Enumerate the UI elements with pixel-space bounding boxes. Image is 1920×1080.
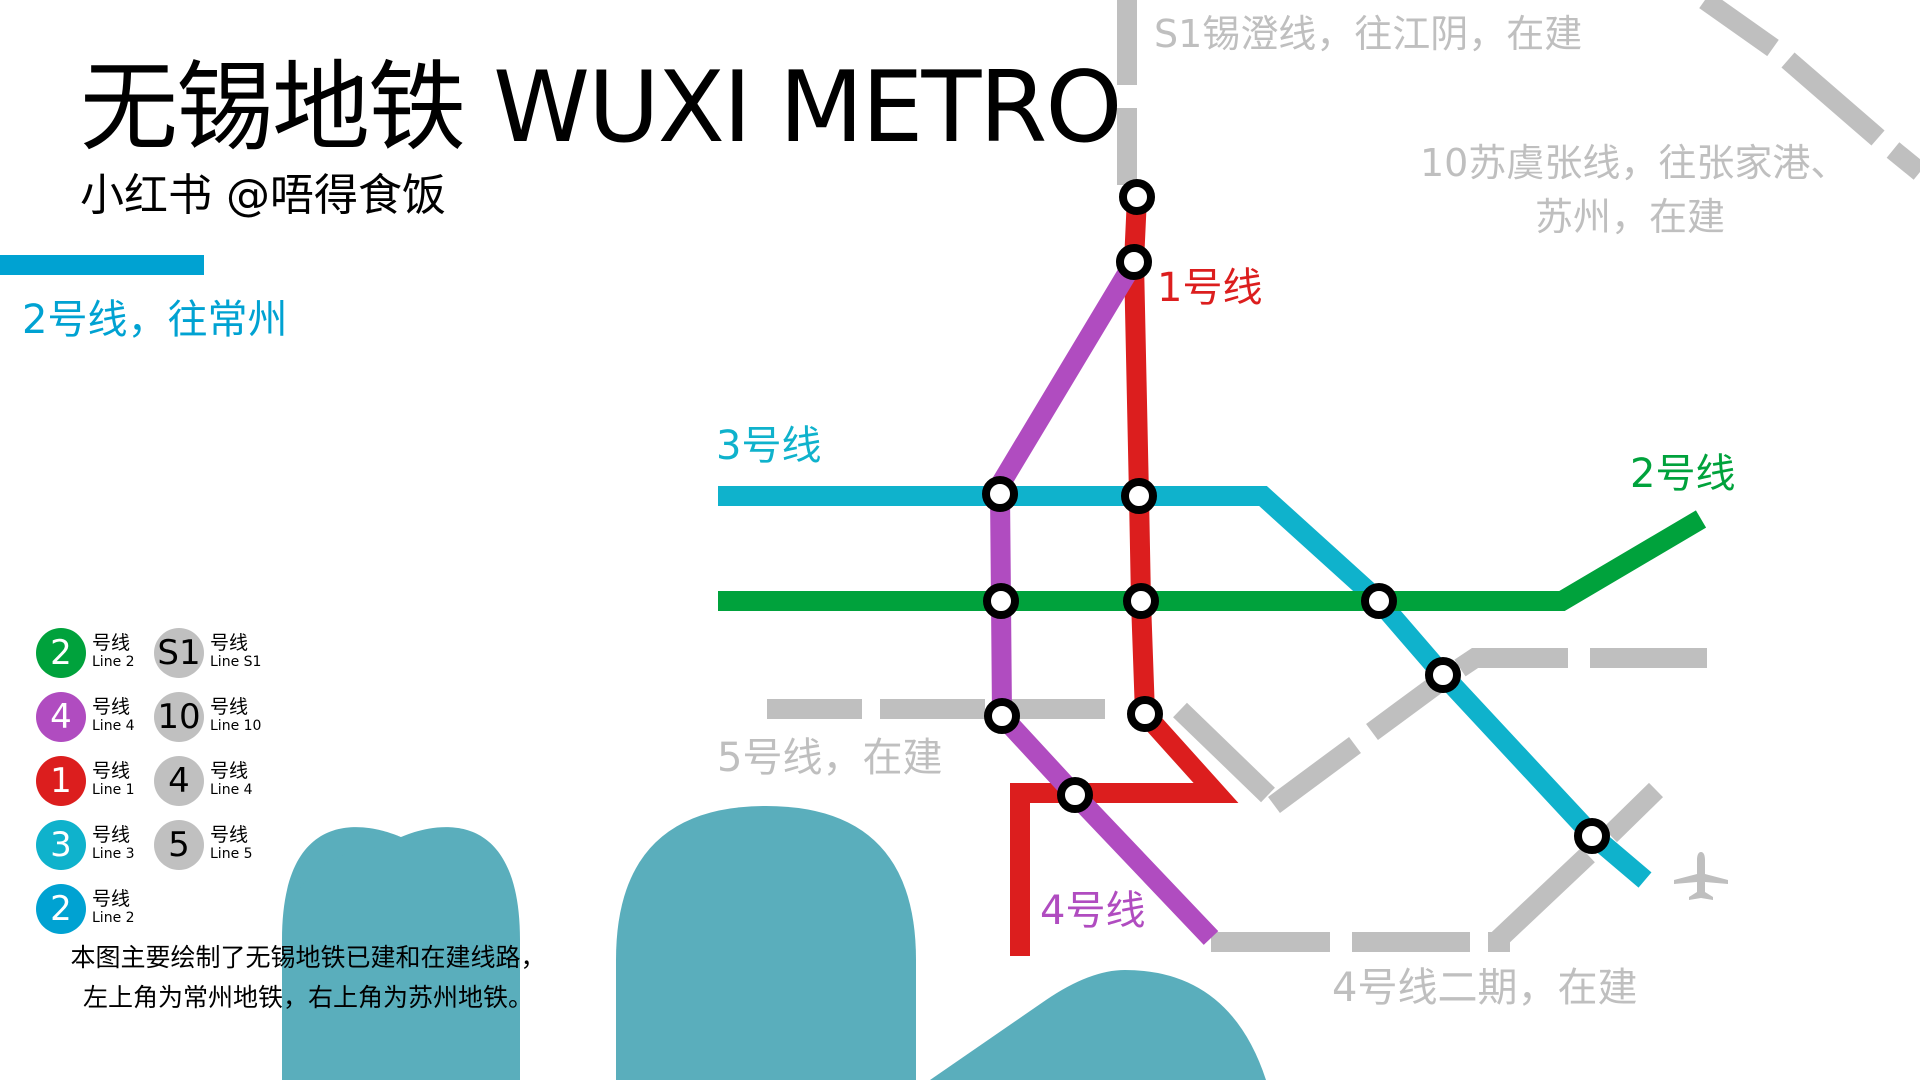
legend-cn: 号线 — [92, 824, 131, 846]
line5-label: 5号线，在建 — [717, 735, 943, 781]
station — [1361, 583, 1397, 619]
station — [983, 583, 1019, 619]
description-note: 本图主要绘制了无锡地铁已建和在建线路， 左上角为常州地铁，右上角为苏州地铁。 — [38, 938, 578, 1018]
legend-cn: 号线 — [92, 888, 131, 910]
legend-cn: 号线 — [92, 696, 131, 718]
legend-item-line1: 1 号线 Line 1 — [36, 756, 176, 812]
legend-item-line4-construction: 4 号线 Line 4 — [154, 756, 294, 812]
legend-en: Line 3 — [92, 846, 135, 862]
line4-phase2-label: 4号线二期，在建 — [1332, 965, 1638, 1011]
s1-badge: S1 — [154, 628, 204, 678]
legend-en: Line S1 — [210, 654, 262, 670]
changzhou-line2-label: 2号线，往常州 — [22, 297, 288, 343]
legend-item-line4: 4 号线 Line 4 — [36, 692, 176, 748]
changzhou-line2-bar — [0, 255, 204, 275]
note-line-1: 本图主要绘制了无锡地铁已建和在建线路， — [70, 943, 546, 972]
line-1 — [1010, 196, 1239, 956]
legend-en: Line 4 — [210, 782, 253, 798]
line-3 — [718, 486, 1652, 888]
legend-cn: 号线 — [210, 696, 249, 718]
decorative-hills — [282, 806, 1266, 1080]
legend-item-line10: 10 号线 Line 10 — [154, 692, 294, 748]
legend-en: Line 2 — [92, 654, 135, 670]
legend-cn: 号线 — [92, 632, 131, 654]
line1-label: 1号线 — [1157, 265, 1263, 311]
line4-label: 4号线 — [1040, 888, 1146, 934]
legend-item-line5: 5 号线 Line 5 — [154, 820, 294, 876]
legend-en: Line 1 — [92, 782, 135, 798]
line3-badge: 3 — [36, 820, 86, 870]
station — [1574, 818, 1610, 854]
line4-construction-badge: 4 — [154, 756, 204, 806]
legend-en: Line 5 — [210, 846, 253, 862]
station — [1121, 478, 1157, 514]
station — [1425, 657, 1461, 693]
station — [1116, 244, 1152, 280]
station — [1119, 179, 1155, 215]
line1-badge: 1 — [36, 756, 86, 806]
station — [984, 698, 1020, 734]
line10-label-a: 10苏虞张线，往张家港、 — [1420, 141, 1849, 185]
construction-lines — [767, 0, 1920, 952]
legend-cn: 号线 — [210, 824, 249, 846]
line3-label: 3号线 — [716, 423, 822, 469]
note-line-2: 左上角为常州地铁，右上角为苏州地铁。 — [82, 983, 533, 1012]
line10-badge: 10 — [154, 692, 204, 742]
legend-en: Line 4 — [92, 718, 135, 734]
line5-badge: 5 — [154, 820, 204, 870]
legend-en: Line 2 — [92, 910, 135, 926]
legend-item-changzhou-line2: 2 号线 Line 2 — [36, 884, 176, 940]
station — [1123, 583, 1159, 619]
legend-cn: 号线 — [210, 760, 249, 782]
station — [982, 476, 1018, 512]
stations — [982, 179, 1610, 854]
line-2 — [718, 510, 1707, 611]
legend-cn: 号线 — [210, 632, 249, 654]
line10-label: 10苏虞张线，往张家港、 苏州，在建 — [1420, 136, 1849, 244]
station — [1057, 777, 1093, 813]
line10-label-b: 苏州，在建 — [1534, 195, 1725, 239]
legend-item-line3: 3 号线 Line 3 — [36, 820, 176, 876]
legend-en: Line 10 — [210, 718, 262, 734]
changzhou-line2-badge: 2 — [36, 884, 86, 934]
legend-cn: 号线 — [92, 760, 131, 782]
station — [1127, 696, 1163, 732]
legend-item-line2: 2 号线 Line 2 — [36, 628, 176, 684]
legend-item-s1: S1 号线 Line S1 — [154, 628, 294, 684]
s1-line-label: S1锡澄线，往江阴，在建 — [1154, 12, 1583, 56]
line2-label: 2号线 — [1630, 451, 1736, 497]
page-title: 无锡地铁 WUXI METRO — [80, 51, 1123, 165]
author-subtitle: 小红书 @唔得食饭 — [80, 170, 446, 221]
line2-badge: 2 — [36, 628, 86, 678]
airplane-icon — [1674, 852, 1728, 900]
line4-badge: 4 — [36, 692, 86, 742]
